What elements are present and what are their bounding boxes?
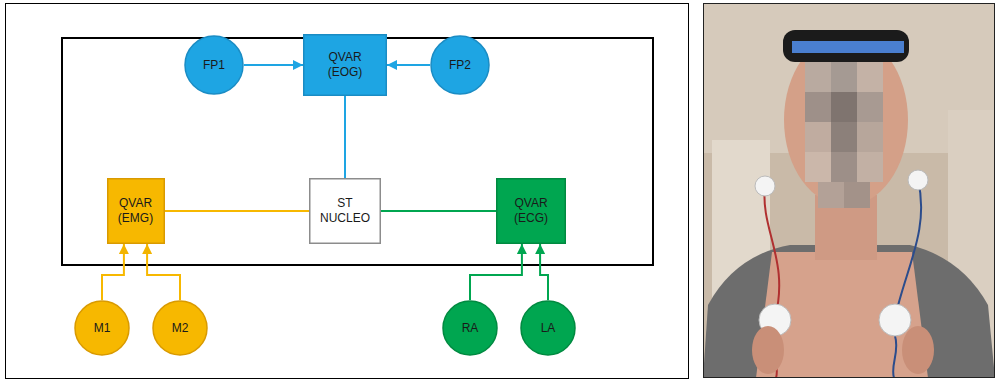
signal-connector: [102, 244, 124, 300]
node-label: M1: [94, 321, 111, 336]
electrode-circle: LA: [520, 300, 576, 356]
pixel: [805, 122, 831, 152]
pixel: [844, 182, 870, 208]
photo-headband: [783, 30, 909, 62]
text-group: FP1: [203, 58, 225, 73]
electrode-circle: FP2: [430, 35, 490, 95]
pixel: [818, 182, 844, 208]
node-label: QVAR (ECG): [506, 196, 556, 226]
photo-shirt: [703, 245, 995, 378]
box-shape: [304, 35, 387, 96]
node-label: M2: [172, 321, 189, 336]
node-label: FP1: [203, 58, 225, 73]
pixel: [831, 122, 857, 152]
board-box: ST NUCLEO: [309, 178, 381, 244]
board-outline: [62, 38, 653, 265]
photo-wire: [764, 186, 779, 318]
signal-connector: [540, 244, 548, 300]
pixel: [831, 92, 857, 122]
electrode-circle: M1: [74, 300, 130, 356]
sensor-box: QVAR (ECG): [496, 178, 566, 244]
signal-connector: [344, 96, 346, 178]
text-group: QVAR (EOG): [320, 50, 370, 80]
photo-electrode: [879, 304, 911, 336]
box-shape: [310, 179, 381, 244]
pixel: [831, 62, 857, 92]
text-group: QVAR (EMG): [111, 196, 161, 226]
pixel: [857, 62, 883, 92]
box-shape: [497, 179, 566, 244]
text-group: FP2: [449, 58, 471, 73]
pixel: [805, 62, 831, 92]
signal-connector: [381, 210, 496, 212]
signal-connector: [244, 64, 303, 66]
photo-wire: [895, 180, 921, 318]
circle-shape: [443, 301, 497, 355]
circle-shape: [153, 301, 207, 355]
signal-connector: [387, 64, 430, 66]
pixel: [857, 92, 883, 122]
photo-hand: [752, 326, 784, 374]
photo-electrode: [908, 170, 928, 190]
box-shape: [107, 179, 164, 244]
text-group: LA: [541, 321, 556, 336]
electrode-circle: RA: [442, 300, 498, 356]
text-group: M2: [172, 321, 189, 336]
node-label: LA: [541, 321, 556, 336]
node-label: RA: [462, 321, 479, 336]
text-group: RA: [462, 321, 479, 336]
signal-connector: [147, 244, 180, 300]
photo-wire: [893, 336, 896, 378]
node-label: QVAR (EOG): [320, 50, 370, 80]
pixel: [805, 92, 831, 122]
pixel: [831, 152, 857, 182]
text-group: M1: [94, 321, 111, 336]
circle-shape: [185, 36, 243, 94]
photo-wall: [703, 3, 995, 378]
node-label: QVAR (EMG): [111, 196, 161, 226]
signal-connector: [165, 210, 310, 212]
text-group: QVAR (ECG): [506, 196, 556, 226]
pixel: [857, 122, 883, 152]
photo-hand: [902, 326, 934, 374]
sensor-box: QVAR (EMG): [107, 178, 165, 244]
photo: [703, 3, 995, 378]
circle-shape: [521, 301, 575, 355]
photo-pixelation: [805, 62, 883, 208]
circle-shape: [431, 36, 489, 94]
photo-electrode: [755, 176, 775, 196]
electrode-circle: FP1: [184, 35, 244, 95]
photo-border: [704, 4, 995, 378]
sensor-box: QVAR (EOG): [303, 34, 387, 96]
electrode-circle: M2: [152, 300, 208, 356]
photo-electrode-band: [792, 41, 904, 53]
node-label: FP2: [449, 58, 471, 73]
circle-shape: [75, 301, 129, 355]
pixel: [857, 152, 883, 182]
panel-frame: [6, 4, 689, 379]
pixel: [805, 152, 831, 182]
node-label: ST NUCLEO: [317, 196, 373, 226]
signal-connector: [470, 244, 522, 300]
text-group: ST NUCLEO: [317, 196, 373, 226]
